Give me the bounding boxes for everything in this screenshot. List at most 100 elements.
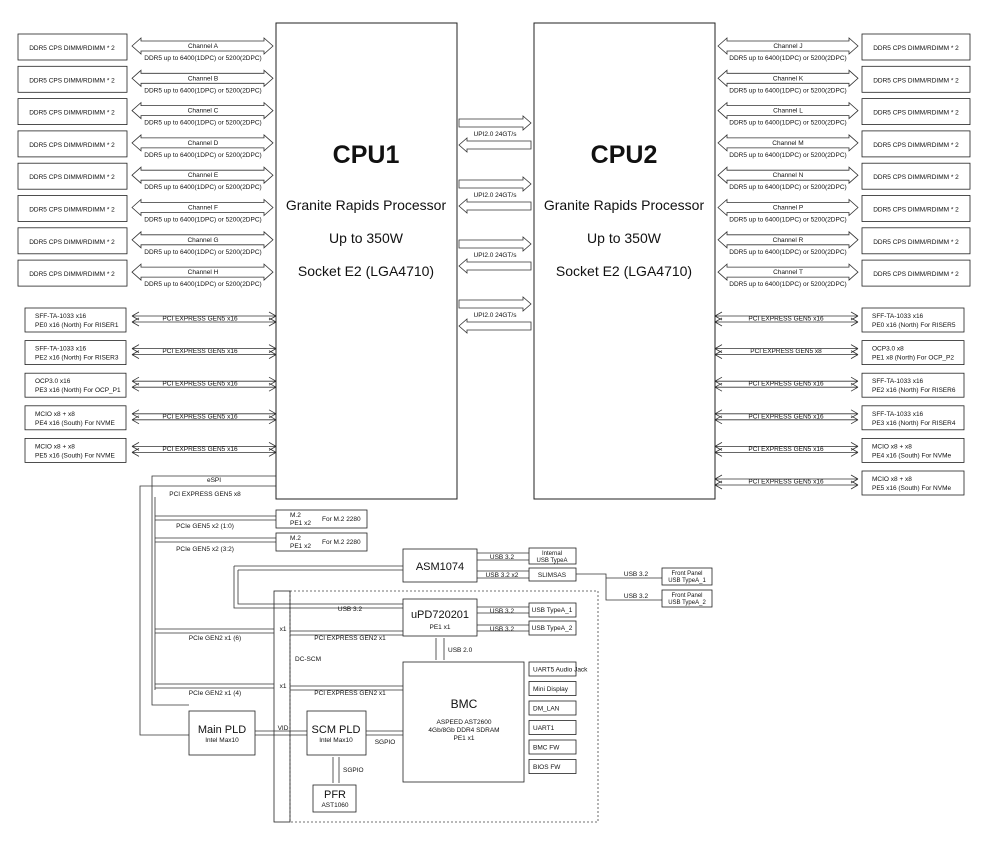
upd-usb1-label: USB 3.2 — [490, 608, 515, 615]
ddr-speed-left: DDR5 up to 6400(1DPC) or 5200(2DPC) — [144, 249, 261, 256]
ddr-speed-right: DDR5 up to 6400(1DPC) or 5200(2DPC) — [729, 184, 846, 191]
channel-label-left: Channel C — [188, 108, 219, 115]
upd720201-box — [402, 598, 478, 637]
pcie-device-right — [861, 437, 965, 463]
pcie-device-right-l2: PE1 x8 (North) For OCP_P2 — [872, 355, 954, 362]
usb20-link — [435, 638, 445, 660]
dc-scm-region — [289, 590, 599, 823]
dimm-label-left: DDR5 CPS DIMM/RDIMM * 2 — [29, 110, 115, 117]
bmc-io-box — [528, 720, 577, 735]
upi-label: UPI2.0 24GT/s — [474, 252, 518, 259]
main-pld-box — [188, 710, 256, 756]
pcie-link-left — [131, 448, 277, 457]
dimm-box-right — [861, 98, 971, 125]
ddr-channel-arrow-right — [717, 166, 859, 185]
pcie-link-left — [131, 415, 277, 425]
upi-arrow-right — [458, 115, 532, 131]
bmc-io-label: DM_LAN — [533, 706, 560, 713]
cpu2-name: CPU2 — [591, 141, 658, 169]
dimm-label-left: DDR5 CPS DIMM/RDIMM * 2 — [29, 239, 115, 246]
ddr-speed-left: DDR5 up to 6400(1DPC) or 5200(2DPC) — [144, 217, 261, 224]
dimm-box-right — [861, 65, 971, 93]
pcie-bus-left: PCI EXPRESS GEN5 x16 — [162, 348, 238, 355]
pcie-device-left-l2: PE3 x16 (North) For OCP_P1 — [35, 387, 121, 394]
dimm-box-right — [861, 130, 971, 158]
gen2-2-x1: x1 — [280, 683, 287, 690]
pcie-device-left-l2: PE5 x16 (South) For NVME — [35, 452, 115, 459]
channel-label-right: Channel K — [773, 75, 804, 82]
pcie-bus-left: PCI EXPRESS GEN5 x16 — [162, 381, 238, 388]
cpu1-line1: Granite Rapids Processor — [286, 197, 447, 213]
sgpio-label: SGPIO — [375, 739, 396, 746]
ddr-speed-right: DDR5 up to 6400(1DPC) or 5200(2DPC) — [729, 152, 846, 159]
pcie-bus-right: PCI EXPRESS GEN5 x16 — [748, 316, 824, 323]
main-pld-sub: Intel Max10 — [205, 737, 239, 744]
pcie-link-left — [131, 350, 277, 359]
cpu2-box — [533, 22, 716, 500]
pcie-device-left — [24, 437, 127, 463]
ddr-channel-arrow-left — [131, 230, 274, 249]
channel-label-left: Channel G — [187, 237, 218, 244]
pcie-link-right — [714, 448, 859, 457]
upi-label: UPI2.0 24GT/s — [474, 312, 518, 319]
dimm-label-left: DDR5 CPS DIMM/RDIMM * 2 — [29, 142, 115, 149]
channel-label-left: Channel E — [188, 172, 219, 179]
pcie-device-right-l2: PE2 x16 (North) For RISER6 — [872, 387, 956, 394]
pcie-device-right — [861, 372, 965, 398]
bmc-io-label: UART5 Audio Jack — [533, 667, 588, 674]
dimm-label-right: DDR5 CPS DIMM/RDIMM * 2 — [873, 174, 959, 181]
m2-2-box-l1: M.2 — [290, 535, 301, 542]
pcie-link-right — [714, 311, 859, 321]
pcie-device-left-l1: MCIO x8 + x8 — [35, 443, 75, 450]
pcie-bus-right: PCI EXPRESS GEN5 x8 — [750, 348, 822, 355]
bmc-io-box — [528, 681, 577, 696]
pcie-device-right-l1: SFF-TA-1033 x16 — [872, 313, 924, 320]
front-usb-label-2: USB 3.2 — [624, 593, 649, 600]
pfr-name: PFR — [324, 789, 346, 801]
bmc-l2: 4Gb/8Gb DDR4 SDRAM — [428, 727, 499, 734]
pcie-link-left — [131, 344, 277, 353]
front-panel-2-l1: Front Panel — [671, 593, 702, 599]
upi-arrow-right — [458, 236, 532, 252]
dimm-box-left — [17, 98, 128, 125]
channel-label-right: Channel R — [773, 237, 804, 244]
dimm-label-right: DDR5 CPS DIMM/RDIMM * 2 — [873, 239, 959, 246]
channel-label-right: Channel M — [772, 140, 803, 147]
pcie-link-right — [714, 344, 859, 353]
cpu2-line3: Socket E2 (LGA4710) — [556, 263, 692, 279]
dimm-box-left — [17, 33, 128, 61]
dimm-label-left: DDR5 CPS DIMM/RDIMM * 2 — [29, 174, 115, 181]
upd-usb2-label: USB 3.2 — [490, 626, 515, 633]
ddr-speed-right: DDR5 up to 6400(1DPC) or 5200(2DPC) — [729, 217, 846, 224]
main-pld-name: Main PLD — [198, 724, 246, 736]
ddr-speed-right: DDR5 up to 6400(1DPC) or 5200(2DPC) — [729, 249, 846, 256]
cpu1-box — [275, 22, 458, 500]
pcie-link-right — [714, 415, 859, 425]
internal-usb-box — [528, 547, 577, 565]
vid-label: VID — [278, 725, 289, 732]
pcie-device-left-l2: PE0 x16 (North) For RISER1 — [35, 322, 119, 329]
pcie-link-right — [714, 350, 859, 359]
upd720201-name: uPD720201 — [411, 609, 469, 621]
upi-label: UPI2.0 24GT/s — [474, 192, 518, 199]
asm-usb-bus-inner — [237, 569, 403, 605]
upi-arrow-right — [458, 296, 532, 312]
espi-line — [151, 475, 276, 706]
slimsas-label: SLIMSAS — [538, 572, 567, 579]
dc-scm-label: DC-SCM — [295, 656, 321, 663]
pcie-device-right-l1: SFF-TA-1033 x16 — [872, 411, 924, 418]
scm-pld-box — [306, 710, 367, 756]
pcie-link-left — [131, 442, 277, 451]
m2-2-box — [275, 532, 368, 552]
ddr-channel-arrow-right — [717, 230, 859, 249]
m2-1-side: For M.2 2280 — [322, 516, 361, 523]
pfr-sub: AST1060 — [321, 802, 348, 809]
pcie-link-right — [714, 480, 859, 490]
pcie-x8-line — [139, 485, 276, 736]
front-panel-2-l2: USB TypeA_2 — [668, 600, 706, 606]
pcie-device-right-l1: OCP3.0 x8 — [872, 346, 904, 353]
dimm-box-left — [17, 130, 128, 158]
upi-arrow-right — [458, 176, 532, 192]
gen2-2-bus: PCI EXPRESS GEN2 x1 — [314, 690, 386, 697]
